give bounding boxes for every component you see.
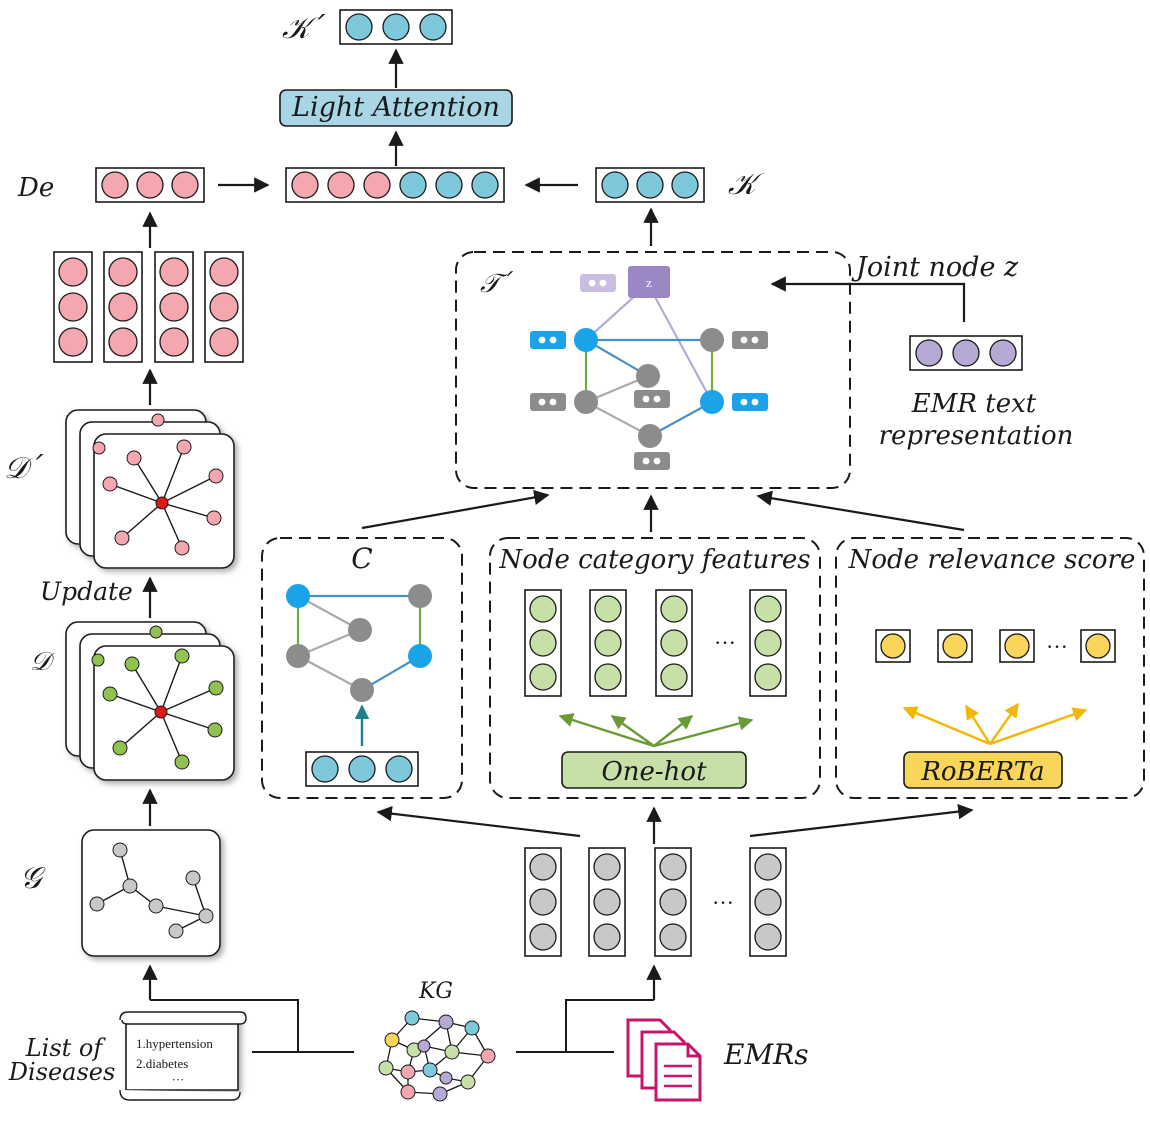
concat-vector (285, 167, 505, 203)
arrow-gray-to-relevance (749, 803, 974, 838)
kg-graph (378, 1010, 496, 1102)
joint-node-label: Joint node z (851, 252, 1019, 283)
pink-vector-stack (53, 251, 244, 363)
d-prime-label: 𝒟´ (4, 451, 44, 486)
list-of-label-line2: Diseases (8, 1058, 116, 1086)
light-attention-label: Light Attention (291, 92, 500, 123)
disease-ellipsis: ··· (172, 1072, 185, 1087)
one-hot-label: One-hot (601, 757, 707, 787)
t-prime-box: 𝒯´ z (455, 251, 851, 489)
arrow-gray-to-c (376, 805, 581, 838)
one-hot-box: One-hot (561, 751, 747, 789)
joint-node-z (628, 266, 670, 298)
emrs-label: EMRs (723, 1038, 809, 1071)
g-label: 𝒢 (20, 861, 46, 896)
arrow-relevance-to-t (756, 490, 965, 532)
node-relevance-label: Node relevance score (848, 545, 1136, 575)
roberta-box: RoBERTa (903, 751, 1063, 789)
k-vector (595, 167, 705, 203)
emr-documents-icon (626, 1018, 702, 1102)
emr-text-label-line1: EMR text (911, 389, 1037, 419)
green-ellipsis: ··· (714, 630, 736, 655)
de-label: De (17, 173, 54, 203)
yellow-score-row: ··· (875, 629, 1116, 663)
c-input-vector (305, 751, 419, 787)
de-vector (95, 167, 205, 203)
emr-text-vector (909, 335, 1023, 371)
k-label: 𝒦 (728, 167, 765, 202)
disease-item-1: 1.hypertension (136, 1036, 213, 1051)
arrow-c-to-t (361, 489, 550, 530)
list-of-label-line1: List of (25, 1034, 107, 1062)
connector-right (516, 999, 654, 1053)
node-relevance-box: Node relevance score ··· RoBERTa (835, 537, 1145, 799)
yellow-ellipsis: ··· (1046, 634, 1068, 659)
disease-item-2: 2.diabetes (136, 1056, 188, 1071)
update-label: Update (40, 577, 133, 606)
joint-node-z-label: z (646, 275, 652, 290)
d-prime-card-stack (65, 409, 235, 569)
d-label: 𝒟 (30, 647, 55, 677)
gray-vector-stack: ··· (524, 847, 787, 957)
feature-badges (530, 274, 768, 470)
arrow-emr-to-joint-node (770, 276, 966, 322)
k-prime-vector (339, 9, 453, 45)
connector-left (150, 999, 299, 1053)
light-attention-box: Light Attention (279, 89, 513, 127)
node-category-label: Node category features (498, 545, 810, 575)
disease-list-scroll: 1.hypertension 2.diabetes ··· (119, 1011, 247, 1101)
d-card-stack (65, 621, 235, 781)
kg-label: KG (418, 979, 453, 1004)
k-prime-label: 𝒦´ (282, 11, 326, 46)
g-card (81, 829, 221, 957)
emr-text-label-line2: representation (879, 421, 1074, 451)
green-vector-stack: ··· (524, 589, 787, 697)
c-box: C (261, 537, 463, 799)
gray-ellipsis: ··· (712, 890, 734, 915)
node-category-box: Node category features ··· (489, 537, 821, 799)
c-label: C (351, 542, 372, 575)
t-prime-label: 𝒯´ (480, 269, 514, 299)
roberta-label: RoBERTa (920, 757, 1044, 787)
